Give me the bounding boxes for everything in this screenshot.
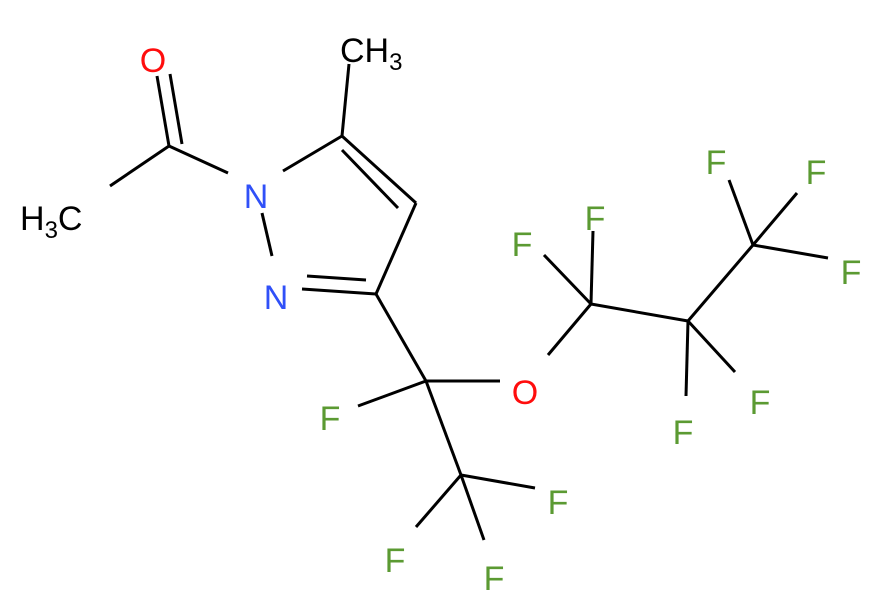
- bond-line: [374, 293, 428, 382]
- bond-line: [374, 202, 418, 295]
- atom-label-o2: O: [512, 374, 538, 412]
- bond-line: [155, 75, 171, 147]
- bond-line: [168, 73, 184, 145]
- atom-label-f9: F: [841, 254, 862, 292]
- atom-label-f7: F: [706, 144, 727, 182]
- bond-line: [340, 63, 351, 137]
- double-bond-inner-line: [340, 148, 400, 210]
- atom-label-f1: F: [320, 400, 341, 438]
- bond-line: [590, 302, 689, 323]
- bond-line: [751, 192, 799, 246]
- bond-layer: [109, 63, 829, 541]
- atom-label-f11: F: [673, 414, 694, 452]
- atom-label-ch3a: CH3: [340, 32, 402, 76]
- atom-label-f8: F: [806, 154, 827, 192]
- atom-label-f4: F: [484, 560, 505, 598]
- atom-label-f10: F: [750, 384, 771, 422]
- bond-line: [542, 253, 593, 306]
- atom-label-o1: O: [140, 42, 166, 80]
- bond-line: [459, 474, 486, 541]
- bond-line: [414, 474, 463, 528]
- atom-label-h3c: H3C: [20, 200, 82, 244]
- bond-line: [684, 320, 690, 397]
- bond-line: [424, 380, 463, 476]
- bond-line: [109, 144, 170, 188]
- bond-line: [686, 319, 737, 374]
- atom-label-f2: F: [548, 484, 569, 522]
- atom-label-f3: F: [385, 542, 406, 580]
- bond-line: [168, 144, 229, 175]
- bond-line: [301, 287, 377, 296]
- bond-line: [460, 473, 536, 490]
- bond-line: [727, 179, 755, 246]
- bond-line: [357, 379, 427, 408]
- bond-line: [340, 134, 418, 205]
- atom-label-f6: F: [585, 200, 606, 238]
- bond-line: [546, 303, 593, 356]
- bond-line: [282, 134, 343, 173]
- atom-label-n1: N: [244, 178, 269, 216]
- bond-line: [260, 212, 274, 257]
- bond-line: [589, 230, 595, 305]
- double-bond-inner-line: [306, 274, 367, 282]
- atom-label-n2: N: [264, 279, 289, 317]
- bond-line: [752, 243, 829, 260]
- atom-label-f5: F: [512, 226, 533, 264]
- bond-line: [686, 244, 755, 322]
